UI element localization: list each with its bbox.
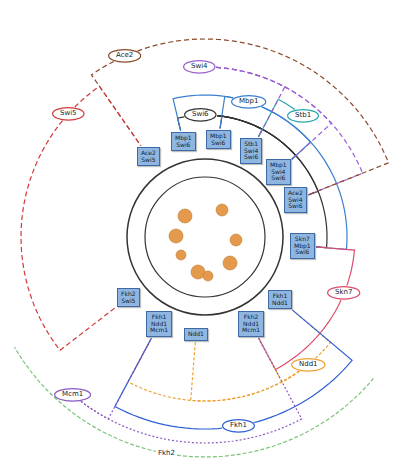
node-text: Ndd1 [188,331,204,338]
regulation-connector [191,342,300,401]
regulation-connector [91,61,140,145]
regulator-ellipse: Swi6 [184,108,217,122]
complex-box: Ace2 Swi4 Swi6 [284,187,307,213]
regulator-ellipse: Mbp1 [231,95,266,109]
regulator-ellipse: Fkh1 [222,419,255,433]
regulator-ellipse: Skn7 [327,286,360,300]
node-text: Ace2 [116,52,133,60]
arc-label: Fkh2 [156,450,177,458]
cell-dot [178,209,192,223]
complex-box: Skn7 Mbp1 Swi6 [290,233,315,259]
node-text: Skn7 Mbp1 Swi6 [294,236,311,256]
node-text: Ace2 Swi5 [141,150,156,163]
node-text: Ndd1 [299,361,318,369]
node-text: Fkh1 [230,422,247,430]
regulation-connector [316,247,354,286]
complex-box: Mbp1 Swi4 Swi6 [266,159,291,185]
regulation-connector [262,107,311,160]
node-text: Fkh2 Ndd1 Mcm1 [242,314,260,334]
complex-box: Ace2 Swi5 [137,147,160,166]
inner-ring [145,177,265,297]
node-text: Stb1 Swi4 Swi6 [244,141,258,161]
complex-box: Mbp1 Swi6 [171,132,196,151]
node-text: Stb1 [295,112,311,120]
regulator-ellipse: Swi4 [183,60,216,74]
regulation-connector [173,95,233,131]
complex-box: Ndd1 [184,328,208,341]
regulation-connector [254,310,353,422]
node-text: Swi5 [60,110,77,118]
cell-dot [203,271,213,281]
ellipse-shape [232,96,266,108]
ellipse-shape [223,420,255,432]
regulation-connector [216,67,363,194]
cell-dot [216,204,228,216]
regulation-connector [81,338,152,419]
node-text: Fkh1 Ndd1 [272,293,288,306]
regulation-connector [137,39,388,195]
ellipse-shape [292,359,325,371]
regulator-ellipse: Stb1 [287,109,319,123]
ellipse-shape [184,61,215,73]
complex-box: Stb1 Swi4 Swi6 [240,138,262,164]
regulation-connector [216,67,285,136]
node-text: Mcm1 [62,391,83,399]
node-text: Swi6 [192,111,209,119]
node-text: Mbp1 [239,98,258,106]
node-text: Mbp1 Swi6 [175,135,192,148]
cell-dot [223,256,237,270]
node-text: Mbp1 Swi6 [210,133,227,146]
regulation-connector [292,310,330,358]
cell-dots [169,204,242,281]
regulator-ellipse: Swi5 [52,107,85,121]
complex-box: Fkh1 Ndd1 [268,290,292,309]
cell-dot [169,229,183,243]
complex-box: Fkh2 Swi5 [117,288,140,307]
complex-box: Fkh2 Ndd1 Mcm1 [238,311,264,337]
regulator-ellipse: Ndd1 [291,358,326,372]
cell-dot [230,234,242,246]
regulation-connector [81,338,302,443]
ellipse-shape [53,108,84,120]
node-text: Mbp1 Swi4 Swi6 [270,162,287,182]
outer-ring [127,159,283,315]
ellipse-shape [288,110,319,122]
regulation-connector [128,338,299,401]
ellipse-shape [185,109,216,121]
node-text: Swi4 [191,63,208,71]
regulation-connector [115,338,222,429]
regulation-connector [21,121,116,351]
regulation-connector [262,107,347,250]
node-text: Skn7 [335,289,352,297]
regulation-connector [217,116,327,248]
node-text: Fkh1 Ndd1 Mcm1 [150,314,168,334]
node-text: Ace2 Swi4 Swi6 [288,190,303,210]
ellipse-shape [328,287,360,299]
regulation-connector [217,116,318,195]
complex-box: Fkh1 Ndd1 Mcm1 [146,311,172,337]
regulator-ellipse: Ace2 [108,49,141,63]
node-text: Fkh2 Swi5 [121,291,136,304]
ellipse-shape [55,389,91,401]
ellipse-shape [109,50,141,62]
regulation-connector [75,86,141,145]
complex-box: Mbp1 Swi6 [206,130,231,149]
cell-dot [176,250,186,260]
regulator-ellipse: Mcm1 [54,388,91,402]
